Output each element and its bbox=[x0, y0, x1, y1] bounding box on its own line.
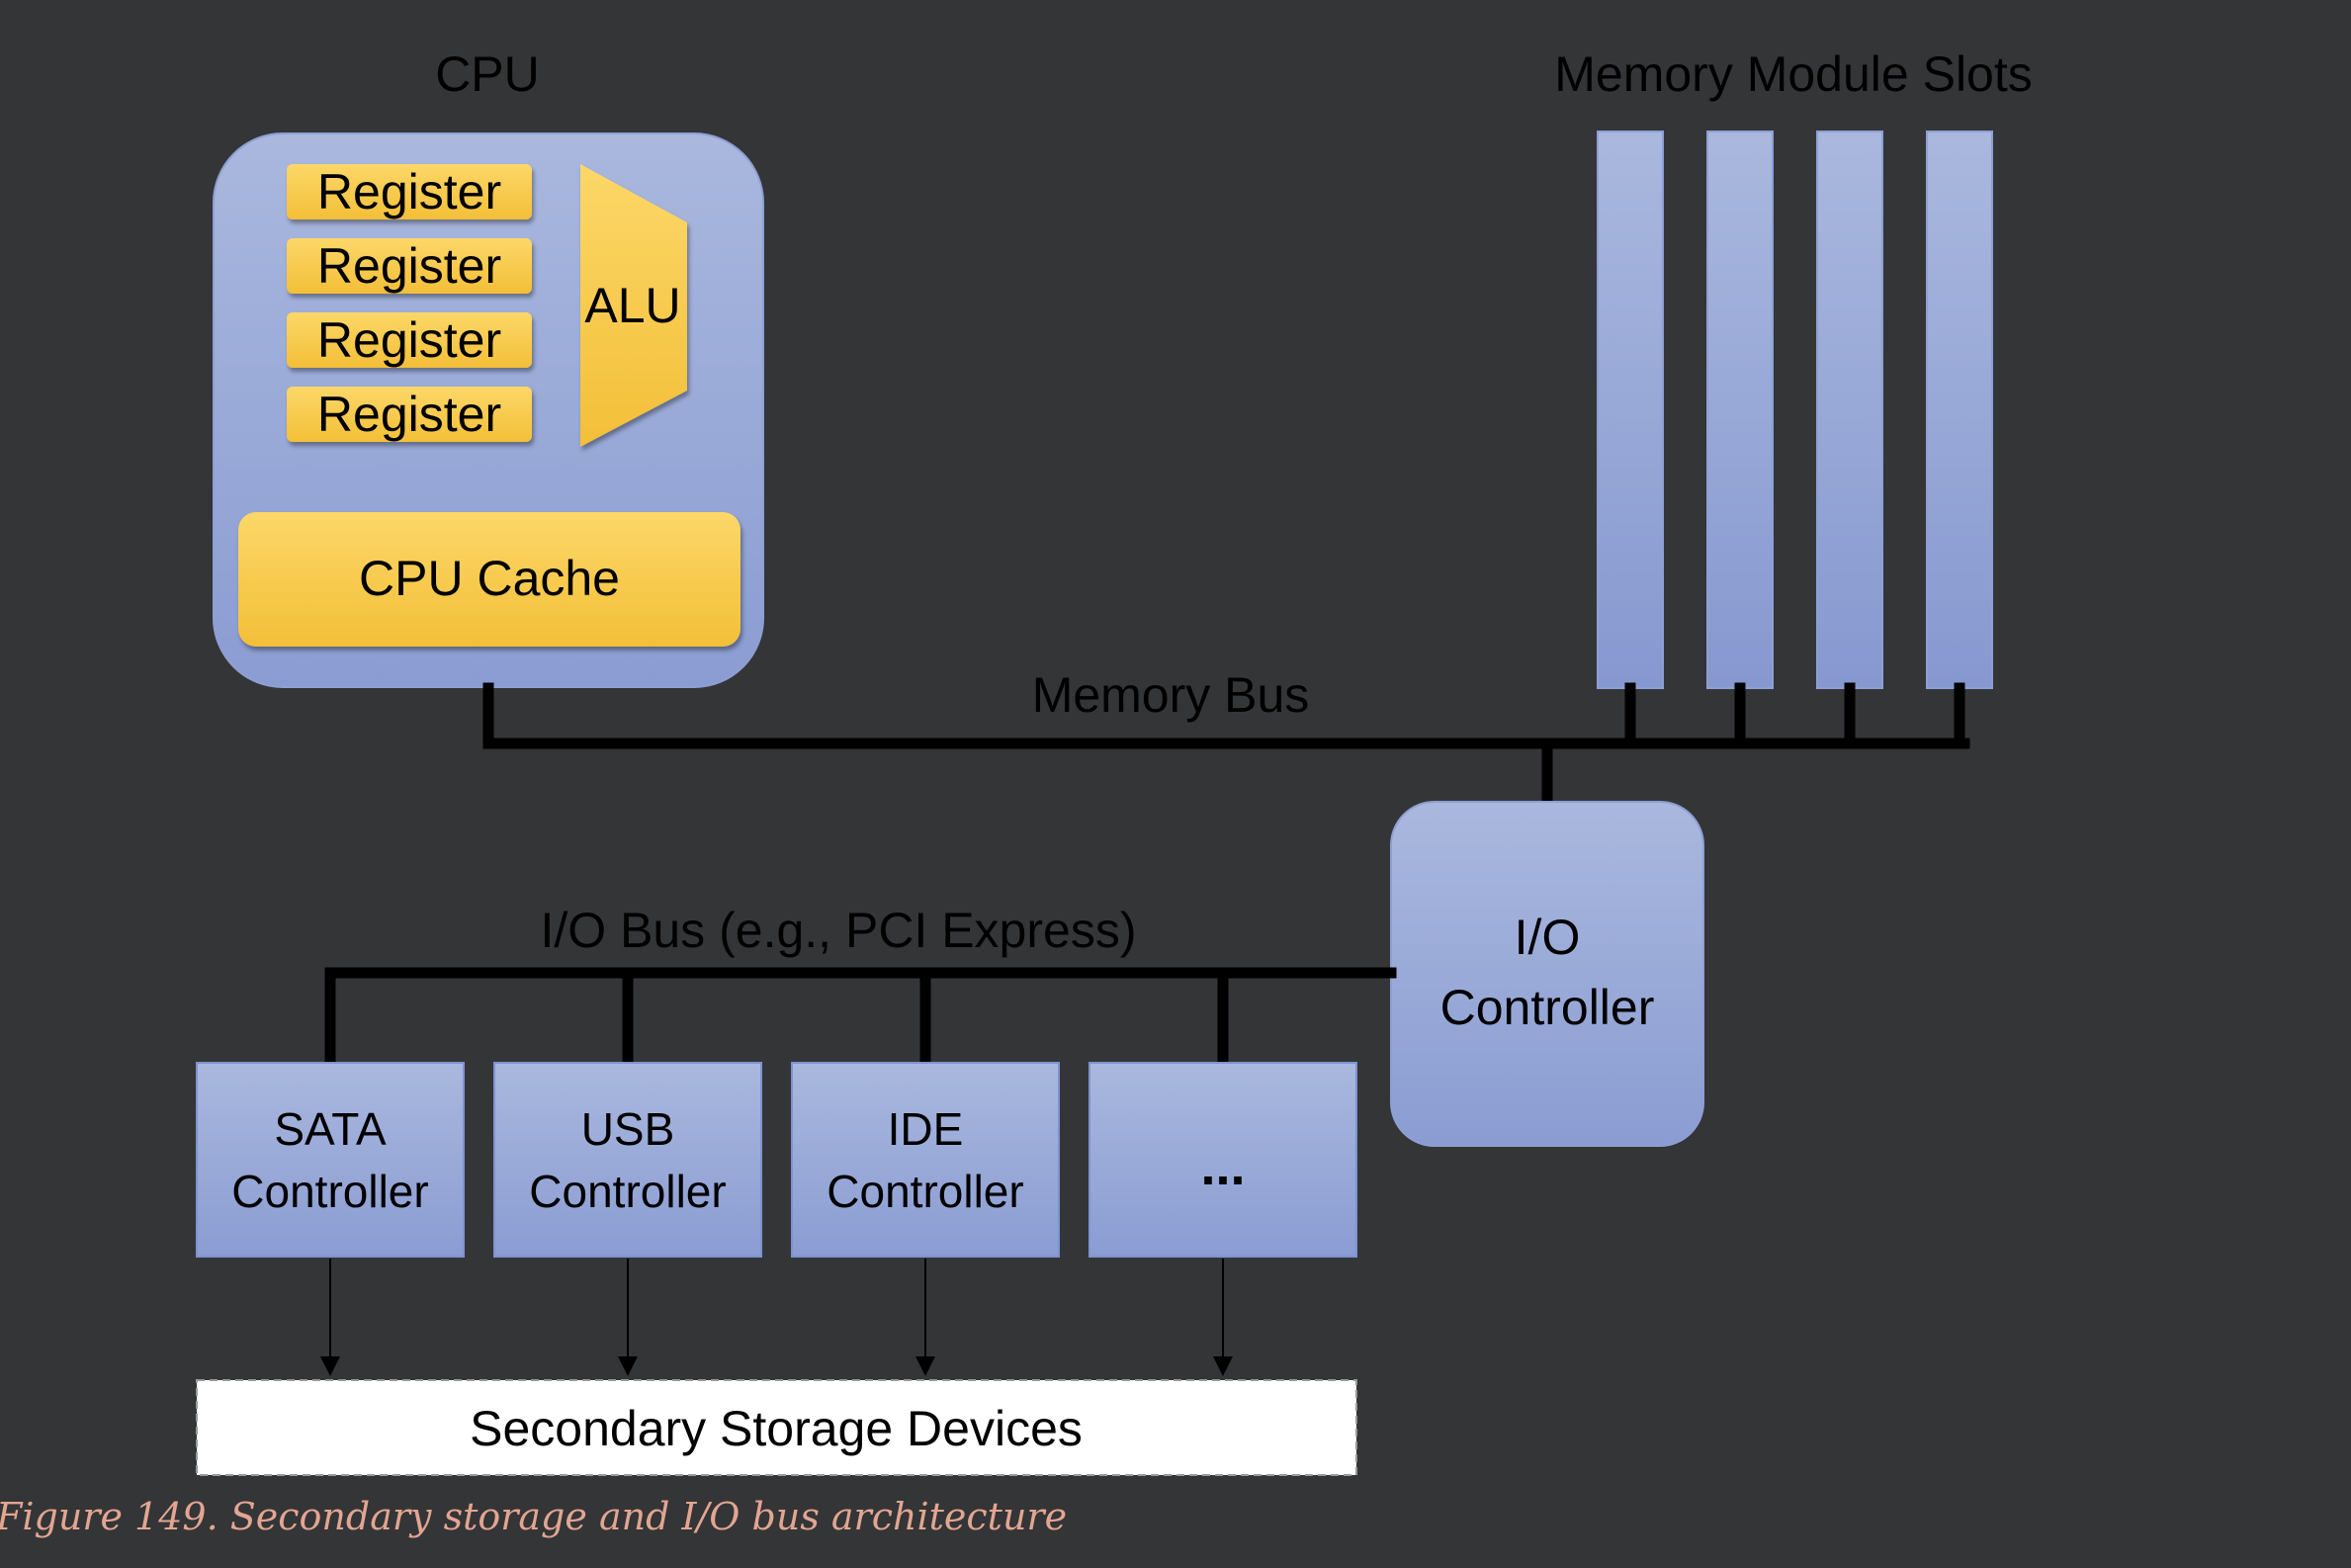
register-label: Register bbox=[317, 238, 501, 294]
io-controller-box bbox=[1390, 801, 1704, 1147]
register-box bbox=[287, 387, 532, 442]
ide-controller-label-line2: Controller bbox=[827, 1166, 1023, 1217]
memory-slot bbox=[1597, 131, 1664, 689]
sata-controller-label-line2: Controller bbox=[231, 1166, 428, 1217]
register-label: Register bbox=[317, 312, 501, 368]
register-box bbox=[287, 312, 532, 368]
register-box bbox=[287, 238, 532, 294]
usb-controller-label-line2: Controller bbox=[529, 1166, 726, 1217]
secondary-storage-label: Secondary Storage Devices bbox=[470, 1401, 1083, 1456]
cpu-title: CPU bbox=[435, 46, 540, 102]
memory-bus-label: Memory Bus bbox=[1032, 667, 1310, 723]
ide-controller-box bbox=[791, 1062, 1060, 1258]
io-bus-lines bbox=[324, 967, 1397, 1068]
io-bus-label: I/O Bus (e.g., PCI Express) bbox=[541, 903, 1137, 958]
register-group: Register Register Register Register bbox=[287, 164, 532, 442]
usb-controller-label-line1: USB bbox=[581, 1103, 675, 1155]
controller-group: SATA Controller USB Controller IDE Contr… bbox=[196, 1062, 1357, 1258]
sata-controller-label-line1: SATA bbox=[274, 1103, 387, 1155]
memory-bus-lines bbox=[482, 682, 1970, 807]
memory-slot bbox=[1926, 131, 1993, 689]
sata-controller-box bbox=[196, 1062, 465, 1258]
secondary-storage-box bbox=[196, 1379, 1357, 1476]
storage-arrows bbox=[320, 1259, 1233, 1376]
more-controllers-box bbox=[1088, 1062, 1357, 1258]
memory-slot bbox=[1706, 131, 1774, 689]
ide-controller-label-line1: IDE bbox=[888, 1103, 964, 1155]
memory-slots-title: Memory Module Slots bbox=[1554, 46, 2033, 102]
usb-controller-box bbox=[493, 1062, 762, 1258]
io-controller-label-line2: Controller bbox=[1440, 980, 1655, 1035]
alu-label: ALU bbox=[584, 278, 680, 333]
more-controllers-ellipsis: ... bbox=[1200, 1137, 1245, 1196]
cpu-cache-label: CPU Cache bbox=[359, 551, 620, 606]
register-label: Register bbox=[317, 164, 501, 219]
cpu-cache-box bbox=[238, 512, 740, 647]
alu-shape bbox=[580, 164, 687, 447]
io-controller-label-line1: I/O bbox=[1515, 910, 1581, 965]
register-label: Register bbox=[317, 387, 501, 442]
register-box bbox=[287, 164, 532, 219]
figure-caption: Figure 149. Secondary storage and I/O bu… bbox=[0, 1495, 1068, 1538]
memory-slot bbox=[1816, 131, 1883, 689]
